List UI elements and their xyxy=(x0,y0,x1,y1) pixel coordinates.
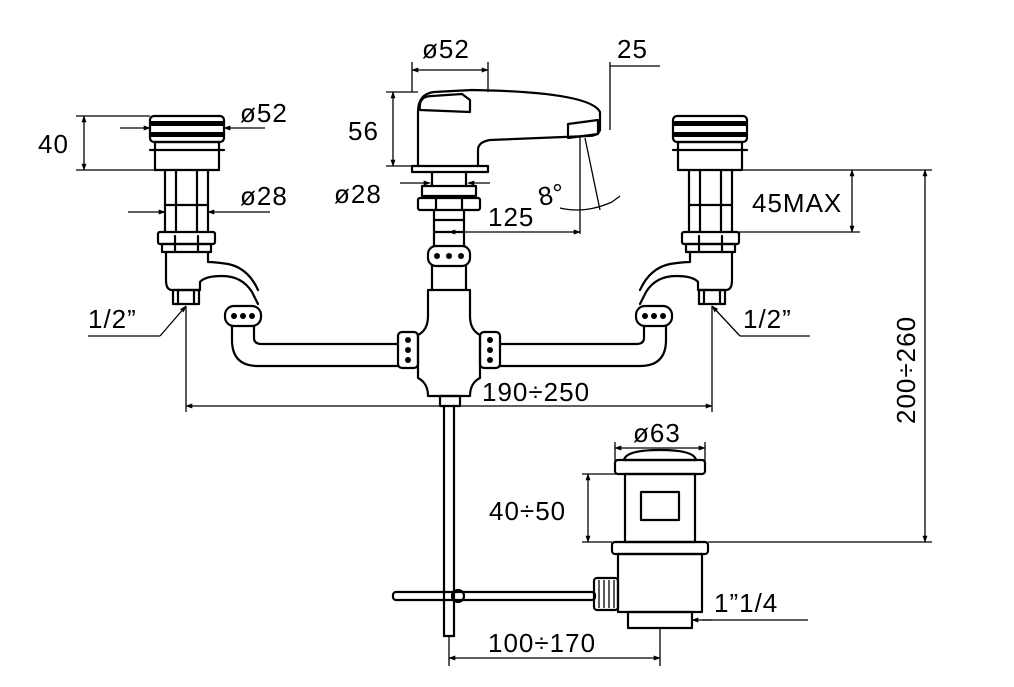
drain-assembly xyxy=(592,448,710,630)
left-elbow-body xyxy=(164,250,260,306)
spout-reach-label: 125 xyxy=(488,202,534,232)
left-thread-label: 1/2” xyxy=(88,304,137,334)
right-elbow-body xyxy=(638,250,734,306)
popup-rod xyxy=(391,404,597,638)
handle-height-label: 40 xyxy=(38,129,69,159)
left-valve-stem xyxy=(156,168,217,254)
mixer-body xyxy=(396,288,502,408)
spout xyxy=(410,88,602,174)
spout-stem-dia-label: ø28 xyxy=(334,179,382,209)
rod-offset-label: 100÷170 xyxy=(488,628,596,658)
inlet-spacing-label: 190÷250 xyxy=(482,377,590,407)
left-handle xyxy=(148,114,226,172)
spout-reach-offset-label: 25 xyxy=(617,34,648,64)
dimension-lines xyxy=(76,62,932,666)
overall-height-label: 200÷260 xyxy=(891,316,921,424)
handle-stem-dia-label: ø28 xyxy=(240,181,288,211)
right-valve-stem xyxy=(680,168,741,254)
right-thread-label: 1/2” xyxy=(743,304,792,334)
spout-riser xyxy=(416,170,482,292)
dimension-labels: ø52 25 56 ø28 8° 125 40 ø52 ø28 45MAX 1/… xyxy=(38,34,921,658)
spout-height-label: 56 xyxy=(348,116,379,146)
handle-dia-label: ø52 xyxy=(240,98,288,128)
left-hose xyxy=(223,304,400,368)
spout-angle-label: 8° xyxy=(535,177,568,212)
spout-body-dia-label: ø52 xyxy=(422,34,470,64)
drain-thread-label: 1”1/4 xyxy=(714,588,778,618)
right-hose xyxy=(498,304,674,368)
drain-dia-label: ø63 xyxy=(633,418,681,448)
deck-thickness-label: 45MAX xyxy=(752,188,842,218)
right-handle xyxy=(671,114,749,172)
drain-height-label: 40÷50 xyxy=(489,496,566,526)
